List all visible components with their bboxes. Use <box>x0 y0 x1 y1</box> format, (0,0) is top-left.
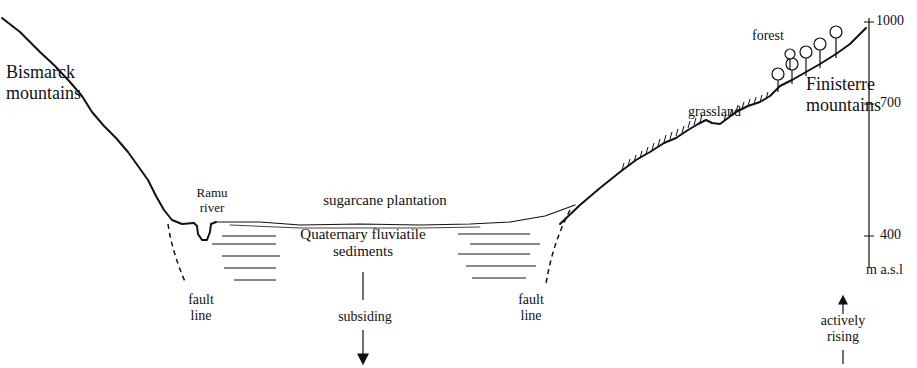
label: m a.s.l <box>866 262 914 278</box>
label: fault line <box>506 292 556 324</box>
label: Bismarck mountains <box>6 62 106 103</box>
label: actively rising <box>810 313 876 345</box>
label: 400 <box>880 227 914 243</box>
label: 700 <box>880 95 914 111</box>
label: fault line <box>176 292 226 324</box>
label: grassland <box>688 104 764 120</box>
label: Quaternary fluviatile sediments <box>272 226 454 261</box>
label: Ramu river <box>186 186 238 216</box>
label: forest <box>752 28 802 44</box>
label: sugarcane plantation <box>290 192 480 209</box>
label: 1000 <box>876 13 914 29</box>
label: subsiding <box>330 309 400 325</box>
